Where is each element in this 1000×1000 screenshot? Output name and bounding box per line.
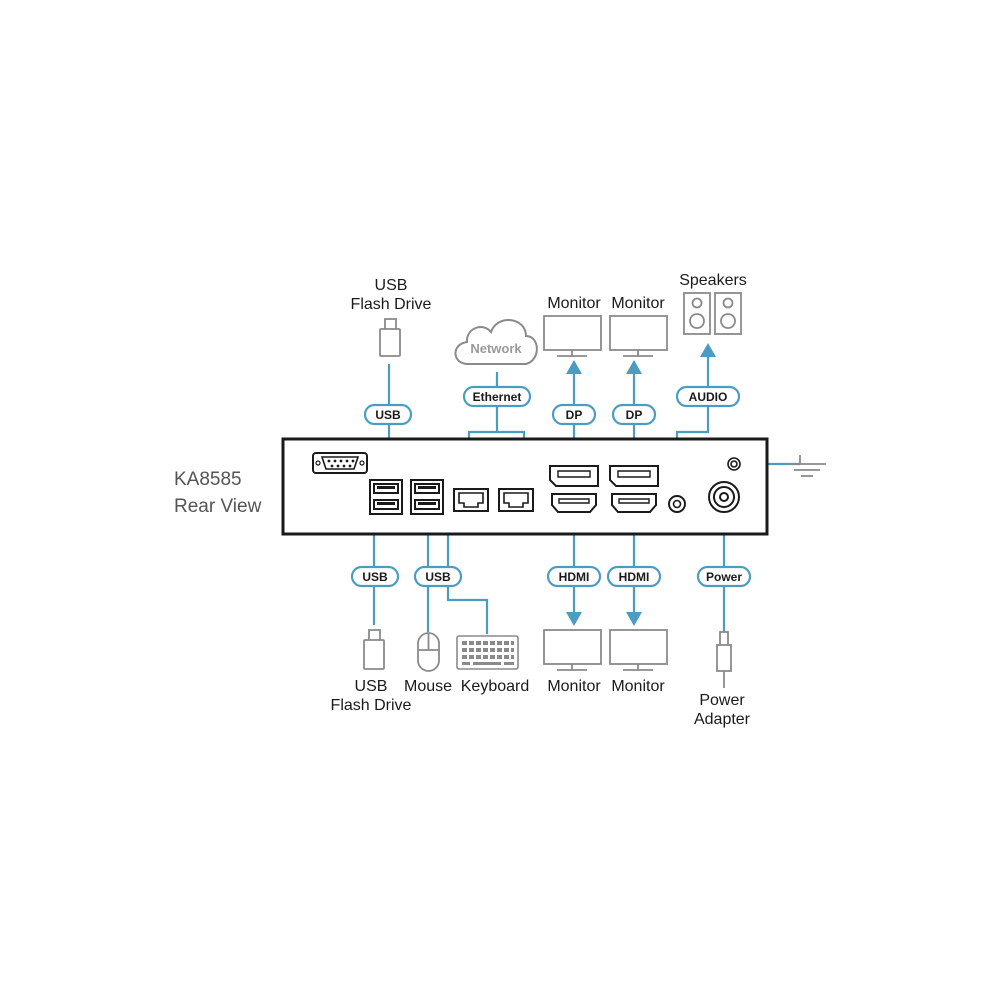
pill-ethernet: Ethernet — [462, 385, 532, 408]
label-monitor-hdmi1: Monitor — [547, 678, 601, 695]
label-power-adapter-1: Power — [699, 692, 745, 709]
svg-text:USB: USB — [362, 570, 388, 584]
pill-usb-bottom-left: USB — [350, 565, 400, 588]
label-monitor-dp2: Monitor — [611, 295, 665, 312]
label-usb-flash-bottom-2: Flash Drive — [331, 697, 412, 714]
arrow-hdmi2-down — [626, 612, 642, 626]
usb-flash-drive-icon — [379, 318, 401, 357]
svg-text:Power: Power — [706, 570, 742, 584]
label-network: Network — [470, 341, 522, 356]
svg-text:HDMI: HDMI — [559, 570, 590, 584]
usb-flash-drive-bottom-icon — [363, 629, 385, 670]
title-model: KA8585 — [174, 469, 242, 490]
mouse-icon — [417, 632, 440, 672]
hdmi-port-2-icon — [611, 493, 657, 513]
svg-text:Ethernet: Ethernet — [473, 390, 522, 404]
hdmi-port-1-icon — [551, 493, 597, 513]
ground-symbol — [788, 455, 826, 477]
chassis-outline — [281, 437, 769, 536]
label-usb-flash-top-1: USB — [375, 277, 408, 294]
svg-text:DP: DP — [566, 408, 583, 422]
arrow-dp2-up — [626, 360, 642, 374]
arrowheads — [566, 343, 716, 626]
pill-hdmi2: HDMI — [606, 565, 662, 588]
pill-usb-top: USB — [363, 403, 413, 426]
label-mouse: Mouse — [404, 678, 452, 695]
audio-jack-icon — [668, 495, 686, 513]
label-monitor-hdmi2: Monitor — [611, 678, 665, 695]
svg-text:HDMI: HDMI — [619, 570, 650, 584]
monitor-dp2-icon — [609, 315, 668, 357]
label-power-adapter-2: Adapter — [694, 711, 751, 728]
cable-keyboard — [446, 498, 489, 634]
arrow-dp1-up — [566, 360, 582, 374]
svg-text:DP: DP — [626, 408, 643, 422]
dp-port-2-icon — [609, 465, 659, 487]
label-speakers: Speakers — [679, 272, 747, 289]
monitor-hdmi2-icon — [609, 629, 668, 671]
monitor-hdmi1-icon — [543, 629, 602, 671]
pill-hdmi1: HDMI — [546, 565, 602, 588]
label-keyboard: Keyboard — [461, 678, 530, 695]
network-cloud-icon: Network — [454, 319, 538, 365]
usb-port-stack-2-icon — [410, 479, 444, 515]
pill-usb-bottom-right: USB — [413, 565, 463, 588]
ethernet-port-2-icon — [498, 488, 534, 512]
pill-power: Power — [696, 565, 752, 588]
svg-text:USB: USB — [375, 408, 401, 422]
svg-text:AUDIO: AUDIO — [689, 390, 728, 404]
keyboard-icon — [456, 635, 519, 670]
ethernet-port-1-icon — [453, 488, 489, 512]
title-view: Rear View — [174, 496, 262, 517]
label-usb-flash-top-2: Flash Drive — [351, 296, 432, 313]
power-jack-icon — [708, 481, 740, 513]
monitor-dp1-icon — [543, 315, 602, 357]
arrow-audio-up — [700, 343, 716, 357]
pill-audio: AUDIO — [675, 385, 741, 408]
dp-port-1-icon — [549, 465, 599, 487]
label-usb-flash-bottom-1: USB — [355, 678, 388, 695]
svg-text:USB: USB — [425, 570, 451, 584]
label-monitor-dp1: Monitor — [547, 295, 601, 312]
usb-port-stack-1-icon — [369, 479, 403, 515]
connector-pills: USB Ethernet DP DP AUDIO USB USB HDMI — [350, 385, 752, 588]
pill-dp1: DP — [551, 403, 597, 426]
serial-port-icon — [312, 452, 368, 474]
speakers-icon — [683, 292, 742, 335]
power-adapter-plug-icon — [716, 631, 732, 688]
pill-dp2: DP — [611, 403, 657, 426]
arrow-hdmi1-down — [566, 612, 582, 626]
ground-screw-icon — [727, 457, 741, 471]
rear-panel — [281, 437, 769, 536]
